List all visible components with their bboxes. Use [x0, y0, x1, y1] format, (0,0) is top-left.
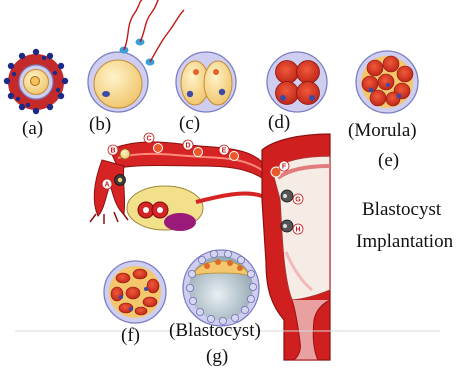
marker-a: A: [104, 182, 109, 189]
fertilization-b: [88, 0, 184, 112]
implantation-text: Implantation: [356, 231, 453, 253]
label-a: (a): [22, 118, 43, 140]
ovum-a: [4, 49, 68, 114]
marker-d: D: [185, 143, 190, 150]
label-e: (e): [378, 150, 399, 172]
label-f: (f): [121, 325, 140, 347]
morula-e: [356, 51, 418, 113]
marker-h: H: [295, 227, 300, 234]
blastocyst-text: Blastocyst: [362, 199, 441, 221]
blastocyst-g: [183, 250, 259, 326]
two-cell-c: [176, 52, 236, 112]
label-g: (g): [206, 346, 228, 368]
label-d: (d): [268, 112, 290, 134]
label-b: (b): [89, 114, 111, 136]
marker-e: E: [222, 148, 227, 155]
marker-c: C: [146, 136, 151, 143]
label-morula: (Morula): [348, 120, 417, 142]
marker-f: F: [282, 164, 287, 171]
marker-b: B: [110, 148, 115, 155]
label-blastocyst: (Blastocyst): [169, 320, 261, 342]
four-cell-d: [267, 52, 327, 112]
morula-section-f: [104, 261, 166, 323]
marker-g: G: [295, 197, 301, 204]
label-c: (c): [179, 113, 200, 135]
